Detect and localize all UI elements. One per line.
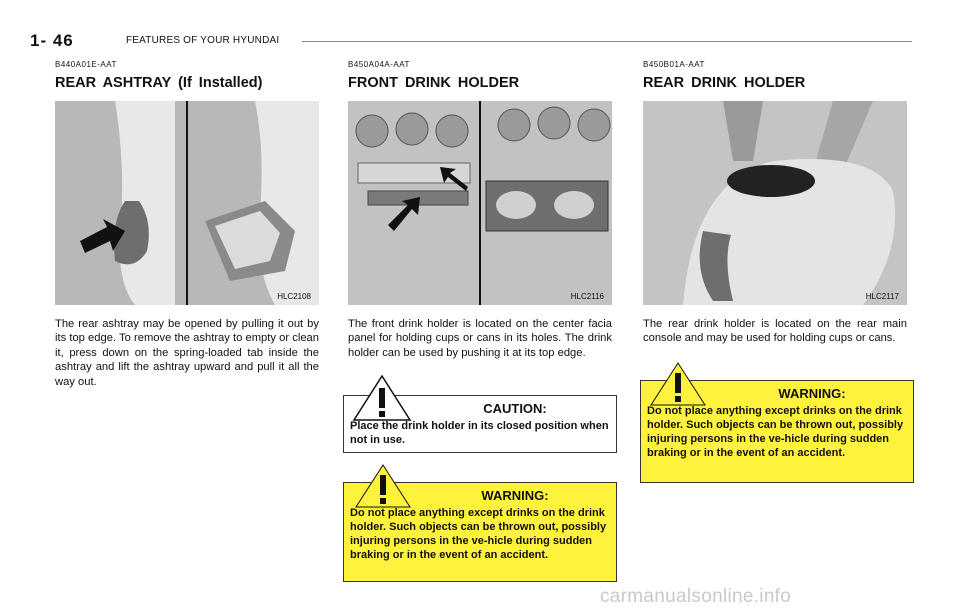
figure-rear-ashtray: HLC2108: [55, 101, 319, 305]
ashtray-illustration: [55, 101, 319, 305]
section-front-drink-holder: B450A04A-AAT FRONT DRINK HOLDER HLC2116 …: [348, 60, 612, 360]
figure-code: HLC2108: [277, 292, 311, 301]
header-rule: [302, 41, 912, 42]
front-holder-illustration: [348, 101, 612, 305]
section-code: B440A01E-AAT: [55, 60, 117, 69]
caution-box: CAUTION: Place the drink holder in its c…: [343, 374, 617, 453]
figure-code: HLC2117: [865, 292, 899, 301]
section-body: The front drink holder is located on the…: [348, 318, 612, 359]
warning-triangle-icon: [650, 362, 706, 406]
page-number: 1- 46: [30, 31, 74, 50]
caution-text: Place the drink holder in its closed pos…: [350, 420, 609, 446]
warning-box-front: WARNING: Do not place anything except dr…: [343, 464, 617, 582]
section-body: The rear drink holder is located on the …: [643, 318, 907, 345]
warning-triangle-icon: [355, 464, 411, 508]
warning-heading: WARNING:: [481, 488, 549, 503]
caution-heading: CAUTION:: [483, 401, 547, 416]
warning-text: Do not place anything except drinks on t…: [647, 405, 904, 459]
rear-holder-illustration: [643, 101, 907, 305]
section-body: The rear ashtray may be opened by pullin…: [55, 318, 319, 388]
watermark: carmanualsonline.info: [600, 586, 792, 607]
figure-front-drink-holder: HLC2116: [348, 101, 612, 305]
figure-code: HLC2116: [570, 292, 604, 301]
warning-text: Do not place anything except drinks on t…: [350, 507, 607, 561]
page-header: 1- 46 FEATURES OF YOUR HYUNDAI: [30, 31, 912, 51]
section-title: REAR DRINK HOLDER: [643, 75, 806, 91]
section-rear-drink-holder: B450B01A-AAT REAR DRINK HOLDER HLC2117 T…: [643, 60, 907, 346]
caution-triangle-icon: [352, 374, 412, 421]
figure-rear-drink-holder: HLC2117: [643, 101, 907, 305]
section-rear-ashtray: B440A01E-AAT REAR ASHTRAY (If Installed)…: [55, 60, 319, 389]
warning-box-rear: WARNING: Do not place anything except dr…: [640, 362, 914, 483]
section-code: B450A04A-AAT: [348, 60, 410, 69]
section-title: REAR ASHTRAY (If Installed): [55, 75, 263, 91]
section-code: B450B01A-AAT: [643, 60, 705, 69]
chapter-title: FEATURES OF YOUR HYUNDAI: [126, 35, 280, 46]
warning-heading: WARNING:: [778, 386, 846, 401]
section-title: FRONT DRINK HOLDER: [348, 75, 520, 91]
